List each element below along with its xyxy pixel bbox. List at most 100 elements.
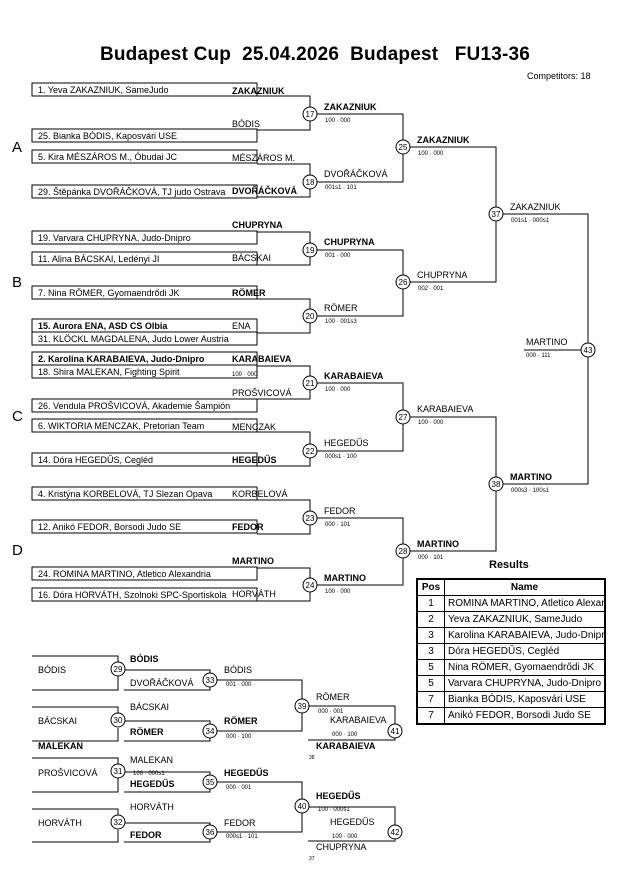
match-number-circle <box>302 174 318 190</box>
bracket-line <box>257 431 311 445</box>
bracket-label: KORBELOVÁ <box>232 489 288 499</box>
entry-box <box>31 519 258 534</box>
bracket-label: RÖMER <box>224 716 258 726</box>
bracket-label: 000s1 · 100 <box>325 454 357 460</box>
result-name: Nina RÖMER, Gyomaendrődi JK <box>444 659 606 676</box>
pool-letter: C <box>12 408 23 425</box>
bracket-line <box>317 557 404 586</box>
bracket-label: MARTINO <box>526 337 567 347</box>
result-name: Yeva ZAKAZNIUK, SameJudo <box>444 611 606 628</box>
bracket-label: 100 · 000 <box>325 589 351 595</box>
bracket-line <box>317 113 404 140</box>
bracket-line <box>32 808 119 815</box>
bracket-label: FEDOR <box>130 830 162 840</box>
bracket-line <box>32 757 119 765</box>
competitor-name: 31. KLÖCKL MAGDALENA, Judo Lower Austria <box>38 334 229 344</box>
bracket-label: 000 · 100 <box>332 732 358 738</box>
bracket-label: 100 · 001s3 <box>325 319 357 325</box>
entry-box <box>31 285 258 300</box>
match-number-circle <box>395 409 411 425</box>
competitor-name: 18. Shira MALEKAN, Fighting Spirit <box>38 367 180 377</box>
bracket-label: 37 <box>309 856 315 862</box>
bracket-label: 100 · 000 <box>418 151 444 157</box>
match-number-circle <box>302 510 318 526</box>
bracket-label: HEGEDŰS <box>130 778 175 789</box>
result-name: ROMINA MARTINO, Atletico Alexandria <box>444 595 606 612</box>
bracket-label: RÖMER <box>324 303 358 313</box>
bracket-line <box>257 591 311 602</box>
bracket-line <box>32 676 119 691</box>
bracket-line <box>257 231 311 244</box>
competitor-name: 2. Karolina KARABAIEVA, Judo-Dnipro <box>38 354 205 364</box>
bracket-label: 100 · 000 <box>325 118 351 124</box>
bracket-line <box>257 524 311 535</box>
result-pos: 3 <box>416 643 445 660</box>
result-pos: 7 <box>416 691 445 708</box>
results-title: Results <box>489 559 529 571</box>
bracket-label: ZAKAZNIUK <box>324 102 377 112</box>
match-number-circle <box>580 342 596 358</box>
match-number-circle <box>202 824 218 840</box>
competitor-name: 14. Dóra HEGEDŰS, Cegléd <box>38 455 153 465</box>
bracket-label: BÁCSKAI <box>130 702 169 712</box>
bracket-label: HEGEDŰS <box>324 438 369 448</box>
entry-box <box>31 566 258 581</box>
competitor-name: 24. ROMINA MARTINO, Atletico Alexandria <box>38 569 211 579</box>
bracket-label: BÁCSKAI <box>38 716 77 726</box>
match-number: 38 <box>492 480 501 489</box>
match-number: 28 <box>399 547 408 556</box>
match-number: 23 <box>306 514 315 523</box>
bracket-line <box>32 655 119 663</box>
bracket-label: DVOŘÁČKOVÁ <box>130 678 194 688</box>
bracket-label: KARABAIEVA <box>232 354 292 364</box>
bracket-line <box>317 153 404 183</box>
bracket-label: MENCZAK <box>232 422 276 432</box>
entry-box <box>31 128 258 143</box>
match-number: 31 <box>114 767 123 776</box>
bracket-line <box>410 416 497 477</box>
bracket-line <box>257 95 311 108</box>
bracket-line <box>257 256 311 266</box>
bracket-line <box>410 221 497 283</box>
competitors-count: Competitors: 18 <box>527 71 591 81</box>
match-number-circle <box>294 698 310 714</box>
competitor-name: 11. Alina BÁCSKAI, Ledényi JI <box>38 254 159 264</box>
bracket-line <box>503 213 589 344</box>
bracket-label: KARABAIEVA <box>324 371 384 381</box>
bracket-label: PROŠVICOVÁ <box>232 388 292 398</box>
competitor-name: 26. Vendula PROŠVICOVÁ, Akademie Šampión <box>38 401 230 411</box>
match-number: 22 <box>306 447 315 456</box>
bracket-label: HEGEDŰS <box>316 790 361 801</box>
bracket-label: 001s1 · 101 <box>325 185 357 191</box>
bracket-line <box>410 490 497 552</box>
match-number-circle <box>302 443 318 459</box>
match-number-circle <box>302 577 318 593</box>
bracket-label: 001s1 · 000s1 <box>511 218 550 224</box>
match-number-circle <box>302 375 318 391</box>
bracket-line <box>257 188 311 198</box>
match-number-circle <box>488 476 504 492</box>
bracket-label: ZAKAZNIUK <box>417 135 470 145</box>
bracket-label: 000 · 001 <box>226 785 252 791</box>
match-number: 30 <box>114 716 123 725</box>
results-header-name: Name <box>444 578 606 596</box>
bracket-line <box>257 365 311 377</box>
bracket-label: 000 · 001 <box>318 709 344 715</box>
bracket-label: 100 · 000 <box>332 834 358 840</box>
bracket-label: ZAKAZNIUK <box>232 86 285 96</box>
bracket-line <box>216 781 303 803</box>
match-number: 26 <box>399 278 408 287</box>
bracket-label: MALEKAN <box>38 741 83 751</box>
pool-letter: D <box>12 542 23 559</box>
bracket-label: HEGEDŰS <box>232 454 277 465</box>
bracket-label: 000s3 · 100s1 <box>511 488 550 494</box>
entry-box <box>31 418 258 433</box>
bracket-label: BÁCSKAI <box>232 253 271 263</box>
bracket-label: 000 · 111 <box>526 353 551 359</box>
pool-letter: A <box>12 139 22 156</box>
